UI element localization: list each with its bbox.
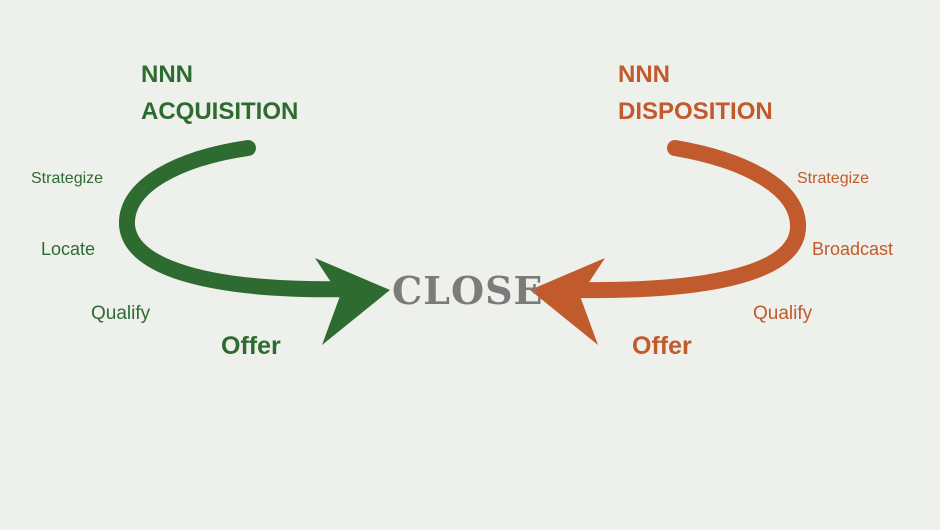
disposition-title-line1: NNN <box>618 61 670 88</box>
acquisition-title-line1: NNN <box>141 61 193 88</box>
disposition-step-offer: Offer <box>632 332 692 360</box>
acquisition-arrow <box>119 140 390 345</box>
acquisition-title: NNN ACQUISITION <box>141 56 298 130</box>
disposition-arrow-shaft <box>567 140 806 299</box>
acquisition-step-offer: Offer <box>221 332 281 360</box>
acquisition-title-line2: ACQUISITION <box>141 98 299 125</box>
disposition-arrow <box>530 140 806 345</box>
acquisition-step-locate: Locate <box>41 239 96 259</box>
disposition-step-broadcast: Broadcast <box>812 239 894 259</box>
acquisition-step-qualify: Qualify <box>91 303 151 324</box>
acquisition-arrow-head <box>315 258 390 345</box>
disposition-title: NNN DISPOSITION <box>618 56 773 130</box>
disposition-step-strategize: Strategize <box>797 170 870 187</box>
acquisition-arrow-shaft <box>119 140 360 298</box>
disposition-arrow-head <box>530 258 605 345</box>
disposition-step-qualify: Qualify <box>753 303 813 324</box>
disposition-title-line2: DISPOSITION <box>618 98 773 125</box>
acquisition-step-strategize: Strategize <box>31 170 104 187</box>
close-label: CLOSE <box>392 268 544 313</box>
